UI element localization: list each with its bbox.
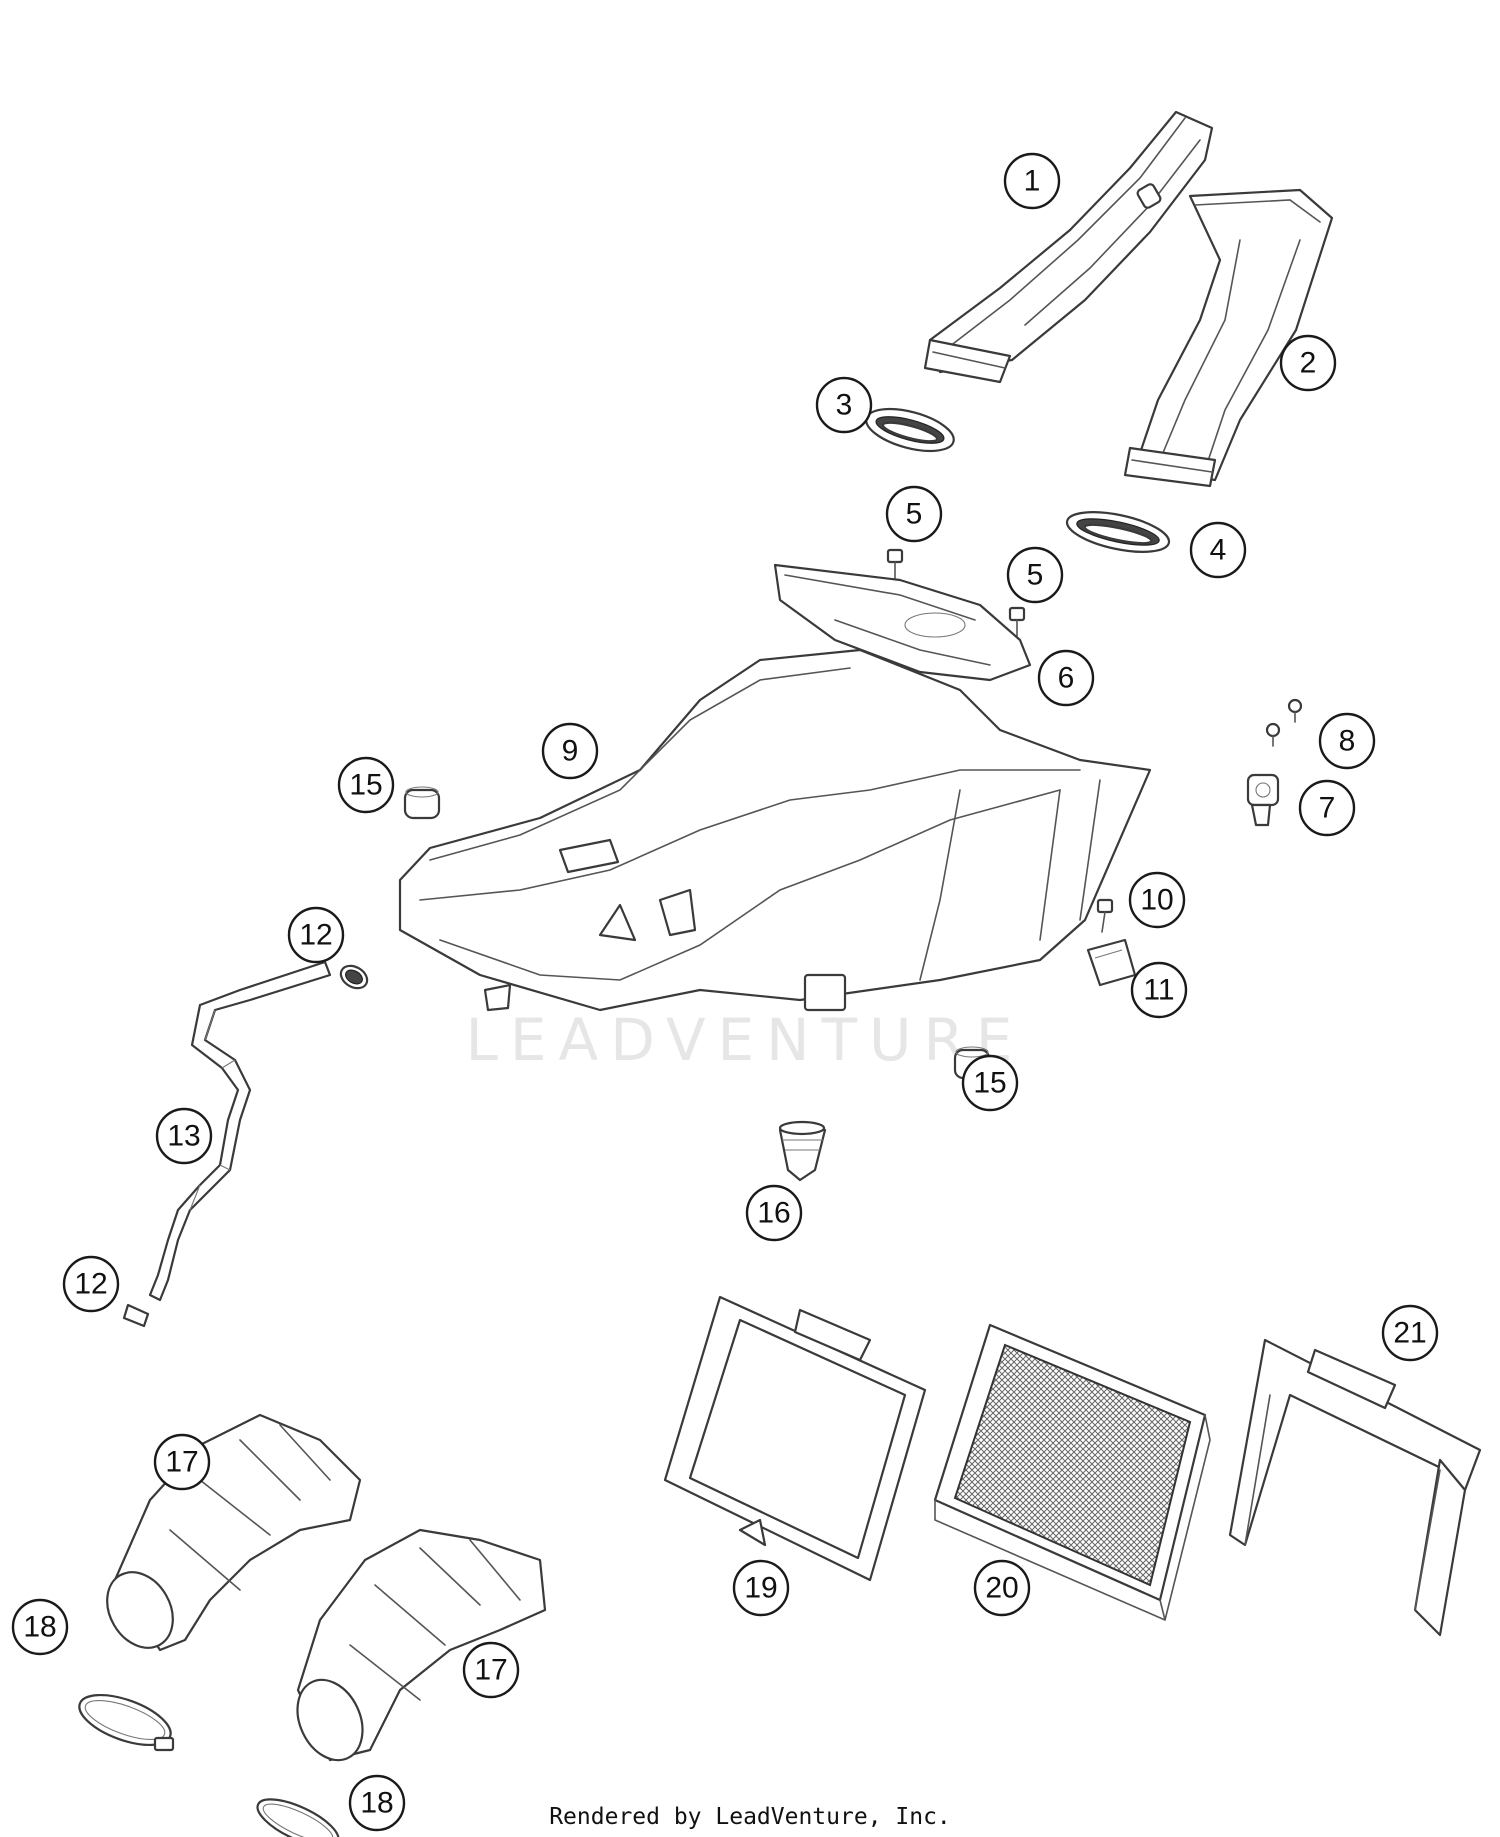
svg-text:9: 9	[562, 735, 579, 768]
callout-part-15: 15	[337, 756, 395, 814]
svg-text:4: 4	[1210, 534, 1227, 567]
callout-part-2: 2	[1279, 334, 1337, 392]
part-5-screw	[1008, 606, 1026, 637]
callout-part-15: 15	[961, 1054, 1019, 1112]
part-16-drain-boot	[778, 1120, 827, 1182]
part-3-seal-ring	[865, 407, 955, 453]
part-7-sensor	[1246, 773, 1280, 827]
part-1-intake-duct-upper	[923, 110, 1214, 384]
svg-text:7: 7	[1319, 792, 1336, 825]
svg-text:13: 13	[167, 1120, 200, 1153]
watermark: LEADVENTURE	[466, 1006, 1025, 1074]
callout-part-12: 12	[287, 906, 345, 964]
svg-text:21: 21	[1393, 1317, 1426, 1350]
svg-text:15: 15	[973, 1067, 1006, 1100]
svg-text:11: 11	[1143, 974, 1174, 1007]
callout-part-1: 1	[1003, 152, 1061, 210]
part-18-clamp	[78, 1693, 175, 1752]
callout-part-13: 13	[155, 1107, 213, 1165]
part-8-screw	[1287, 698, 1303, 723]
part-12-hose-clamp	[122, 1303, 150, 1328]
svg-text:5: 5	[1027, 559, 1044, 592]
part-21-filter-support	[1228, 1338, 1482, 1637]
callout-part-18: 18	[348, 1774, 406, 1832]
callout-part-5: 5	[885, 485, 943, 543]
part-5-screw	[886, 548, 904, 579]
part-13-breather-hose	[148, 960, 332, 1302]
svg-text:18: 18	[23, 1611, 56, 1644]
callout-part-3: 3	[815, 376, 873, 434]
part-6-cover-plate	[773, 563, 1032, 682]
callout-part-21: 21	[1381, 1304, 1439, 1362]
callout-part-9: 9	[541, 722, 599, 780]
part-15-plug	[403, 786, 441, 820]
callout-part-17: 17	[153, 1433, 211, 1491]
part-17-intake-boot	[296, 1528, 547, 1762]
part-8-screw	[1265, 722, 1281, 747]
svg-text:15: 15	[349, 769, 382, 802]
callout-part-4: 4	[1189, 521, 1247, 579]
svg-text:3: 3	[836, 389, 853, 422]
svg-text:10: 10	[1140, 884, 1173, 917]
part-4-seal-ring	[1065, 511, 1171, 553]
svg-text:17: 17	[165, 1446, 198, 1479]
svg-text:6: 6	[1058, 662, 1075, 695]
svg-text:12: 12	[74, 1268, 107, 1301]
callout-part-16: 16	[745, 1184, 803, 1242]
svg-text:20: 20	[985, 1572, 1018, 1605]
callout-part-19: 19	[732, 1559, 790, 1617]
callout-part-5: 5	[1006, 546, 1064, 604]
footer-credit: Rendered by LeadVenture, Inc.	[549, 1804, 951, 1830]
part-10-bolt	[1096, 898, 1114, 933]
callout-part-7: 7	[1298, 779, 1356, 837]
callout-part-20: 20	[973, 1559, 1031, 1617]
svg-text:1: 1	[1024, 165, 1041, 198]
callout-part-18: 18	[11, 1598, 69, 1656]
callout-part-10: 10	[1128, 871, 1186, 929]
callout-part-17: 17	[462, 1641, 520, 1699]
svg-text:16: 16	[757, 1197, 790, 1230]
svg-text:19: 19	[744, 1572, 777, 1605]
svg-text:18: 18	[360, 1787, 393, 1820]
callout-part-11: 11	[1130, 961, 1188, 1019]
svg-text:8: 8	[1339, 725, 1356, 758]
part-19-filter-frame	[663, 1295, 927, 1582]
callout-part-6: 6	[1037, 649, 1095, 707]
svg-text:2: 2	[1300, 347, 1317, 380]
svg-text:12: 12	[299, 919, 332, 952]
svg-text:5: 5	[906, 498, 923, 531]
part-2-intake-duct-lower	[1123, 188, 1334, 488]
part-12-hose-clamp	[339, 964, 369, 990]
callout-part-12: 12	[62, 1255, 120, 1313]
part-11-clip	[1086, 938, 1137, 987]
callout-part-8: 8	[1318, 712, 1376, 770]
svg-text:17: 17	[474, 1654, 507, 1687]
part-20-air-filter	[933, 1323, 1211, 1621]
part-9-airbox-housing	[398, 648, 1152, 1012]
part-18-clamp	[256, 1798, 340, 1837]
